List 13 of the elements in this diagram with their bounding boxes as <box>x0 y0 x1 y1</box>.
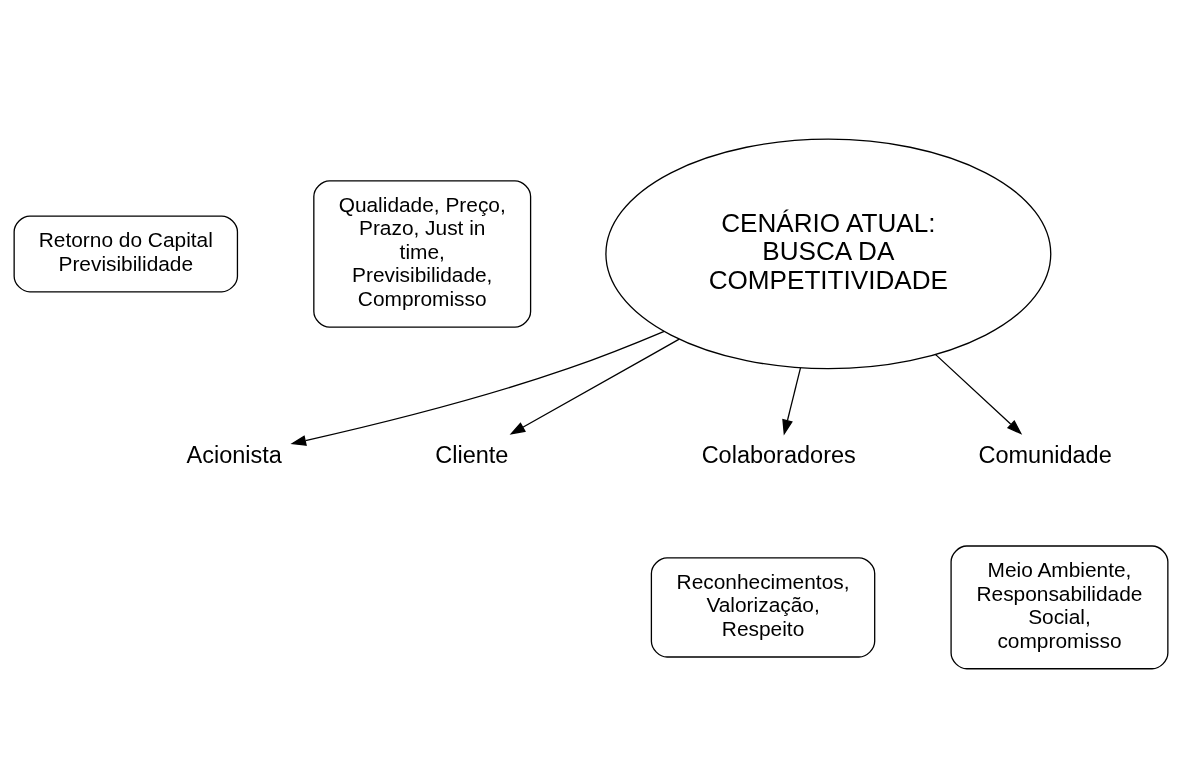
arrow <box>290 330 665 446</box>
node-text: Comunidade <box>978 441 1112 468</box>
node-box: Reconhecimentos, Valorização, Respeito <box>650 556 876 658</box>
arrow <box>782 366 802 435</box>
node-box: Qualidade, Preço, Prazo, Just in time, Previsibilidade, Compromisso <box>313 179 532 328</box>
arrow <box>934 353 1023 435</box>
node-box: Meio Ambiente, Responsabilidade Social, compromisso <box>950 544 1169 669</box>
node-ellipse: CENÁRIO ATUAL: BUSCA DA COMPETITIVIDADE <box>605 138 1052 369</box>
arrow <box>509 338 680 435</box>
node-text: Colaboradores <box>701 441 856 468</box>
node-box: Retorno do Capital Previsibilidade <box>13 214 239 292</box>
node-text: Acionista <box>186 441 282 468</box>
node-text: Cliente <box>435 441 509 468</box>
